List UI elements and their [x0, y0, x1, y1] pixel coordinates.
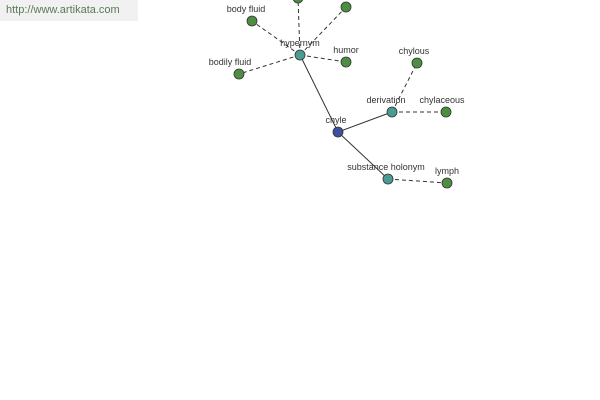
node-label-hypernym: hypernym	[280, 38, 320, 48]
node-chylous[interactable]	[411, 57, 423, 69]
node-chyle[interactable]	[332, 126, 344, 138]
node-label-derivation: derivation	[366, 95, 405, 105]
node-label-humor: humor	[333, 45, 359, 55]
edge-hypernym-bodily-fluid	[238, 54, 301, 75]
node-label-lymph: lymph	[435, 166, 459, 176]
edge-chyle-substance-holonym	[337, 131, 389, 180]
node-label-chyle: chyle	[325, 115, 346, 125]
labels-layer: chyle hypernym derivation substance holonym…	[209, 4, 465, 176]
node-label-bodily-fluid: bodily fluid	[209, 57, 252, 67]
edge-hypernym-hyp-top-b	[297, 0, 301, 56]
node-humor[interactable]	[340, 56, 352, 68]
node-body-fluid[interactable]	[246, 15, 258, 27]
node-substance-holonym[interactable]	[382, 173, 394, 185]
nodes-layer	[233, 0, 453, 189]
node-label-body-fluid: body fluid	[227, 4, 266, 14]
node-label-substance-holonym: substance holonym	[347, 162, 425, 172]
node-derivation[interactable]	[386, 106, 398, 118]
node-hypernym[interactable]	[294, 49, 306, 61]
node-bodily-fluid[interactable]	[233, 68, 245, 80]
edge-hypernym-body-fluid	[251, 20, 301, 56]
edge-derivation-chylous	[391, 62, 418, 113]
edge-chyle-hypernym	[299, 54, 339, 133]
node-label-chylaceous: chylaceous	[419, 95, 465, 105]
edge-chyle-derivation	[337, 111, 393, 133]
node-hyp-top-a[interactable]	[340, 1, 352, 13]
node-lymph[interactable]	[441, 177, 453, 189]
node-label-chylous: chylous	[399, 46, 430, 56]
node-chylaceous[interactable]	[440, 106, 452, 118]
url-banner[interactable]: http://www.artikata.com	[0, 0, 138, 21]
node-hyp-top-b[interactable]	[292, 0, 304, 4]
edge-substance-holonym-lymph	[387, 178, 448, 184]
edges-layer	[238, 0, 448, 184]
edge-hypernym-humor	[299, 54, 347, 63]
